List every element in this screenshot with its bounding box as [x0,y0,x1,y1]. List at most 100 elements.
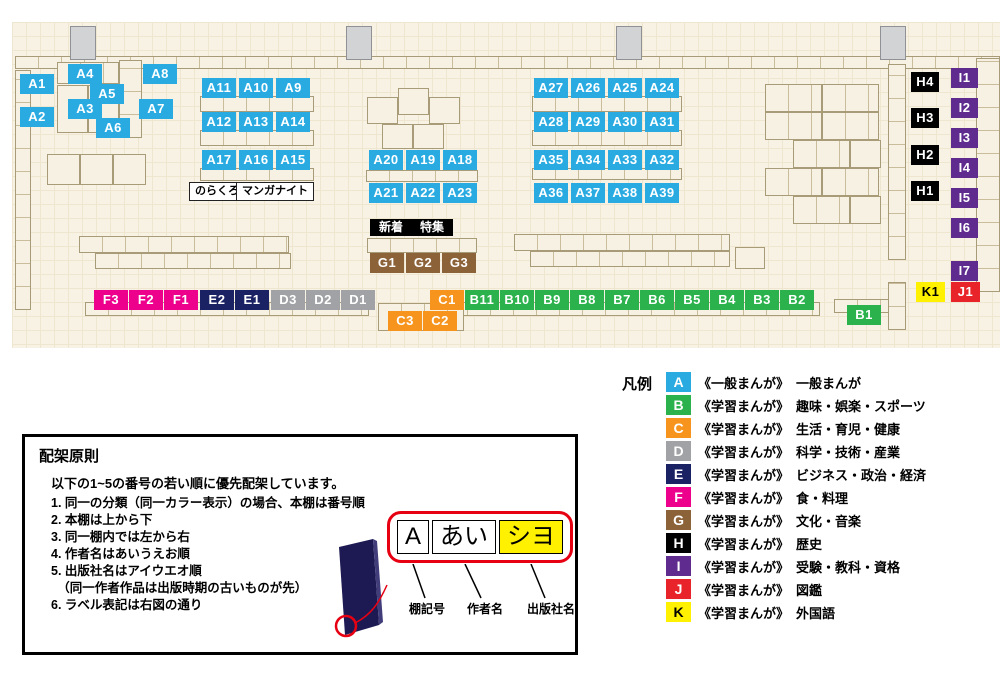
legend-item-j: J《学習まんが》図鑑 [666,579,926,599]
shelf-label-i6: I6 [951,218,978,238]
legend-item-b: B《学習まんが》趣味・娯楽・スポーツ [666,395,926,415]
legend-category: 《学習まんが》 [698,444,790,460]
map-tag: マンガナイト [236,182,314,201]
shelf-label-a24: A24 [645,78,679,98]
shelf-block [200,96,314,112]
shelf-block [80,154,113,185]
shelf-label-a13: A13 [239,112,273,132]
shelf-label-a15: A15 [276,150,310,170]
shelf-label-a1: A1 [20,74,54,94]
shelf-label-a35: A35 [534,150,568,170]
shelf-block [398,88,429,115]
legend-category: 《学習まんが》 [698,536,790,552]
pillar [70,26,96,60]
principles-intro: 以下の1~5の番号の若い順に優先配架しています。 [51,476,345,491]
legend-label: 生活・育児・健康 [796,421,901,437]
shelf-label-a14: A14 [276,112,310,132]
shelf-label-b7: B7 [605,290,639,310]
shelf-label-a22: A22 [406,183,440,203]
shelf-label-b9: B9 [535,290,569,310]
shelf-block [793,196,850,224]
map-tag: 新着 [370,219,413,236]
pillar [346,26,372,60]
shelf-block [532,96,682,112]
legend-key-swatch: I [666,556,692,576]
shelf-label-b2: B2 [780,290,814,310]
shelf-label-b10: B10 [500,290,534,310]
example-publisher: シヨ [499,520,564,554]
shelf-label-c3: C3 [388,311,422,331]
legend-key-swatch: B [666,395,692,415]
shelf-label-a21: A21 [369,183,403,203]
principles-title: 配架原則 [39,448,100,465]
legend-key-swatch: D [666,441,692,461]
shelf-label-a27: A27 [534,78,568,98]
rule-item: 2. 本棚は上から下 [51,513,153,527]
shelf-label-a18: A18 [443,150,477,170]
legend-category: 《学習まんが》 [698,582,790,598]
legend-item-g: G《学習まんが》文化・音楽 [666,510,926,530]
shelf-label-b4: B4 [710,290,744,310]
shelf-label-a7: A7 [139,99,173,119]
legend-key-swatch: C [666,418,692,438]
label-example: A あい シヨ [387,511,574,563]
legend-key-swatch: F [666,487,692,507]
book-cover [339,539,379,635]
shelf-label-a17: A17 [202,150,236,170]
legend-item-a: A《一般まんが》一般まんが [666,372,926,392]
legend-key-swatch: A [666,372,692,392]
legend-label: 趣味・娯楽・スポーツ [796,398,926,414]
legend-label: 科学・技術・産業 [796,444,901,460]
pillar [880,26,906,60]
shelf-block [735,247,765,269]
shelf-label-a39: A39 [645,183,679,203]
legend-key-swatch: G [666,510,692,530]
shelf-block [382,124,413,149]
shelf-block [976,58,1000,292]
legend-item-h: H《学習まんが》歴史 [666,533,926,553]
shelf-block [888,64,906,260]
shelf-block [530,251,730,267]
shelf-label-a33: A33 [608,150,642,170]
rule-item: 3. 同一棚内では左から右 [51,530,190,544]
legend-item-i: I《学習まんが》受験・教科・資格 [666,556,926,576]
legend-category: 《学習まんが》 [698,559,790,575]
legend-item-k: K《学習まんが》外国語 [666,602,926,622]
shelf-label-b5: B5 [675,290,709,310]
shelf-label-e1: E1 [235,290,269,310]
shelf-block [822,84,879,112]
shelf-label-a38: A38 [608,183,642,203]
shelf-block [79,236,289,253]
book-pages [373,539,383,625]
shelf-label-a36: A36 [534,183,568,203]
shelf-label-e2: E2 [200,290,234,310]
shelf-label-a19: A19 [406,150,440,170]
legend-label: ビジネス・政治・経済 [796,467,927,483]
legend-key-swatch: J [666,579,692,599]
shelf-label-a37: A37 [571,183,605,203]
shelf-label-a20: A20 [369,150,403,170]
label-position-circle [334,614,358,638]
legend-item-e: E《学習まんが》ビジネス・政治・経済 [666,464,926,484]
rule-item: 6. ラベル表記は右図の通り [51,598,203,612]
shelf-block [765,84,822,112]
example-shelf-code: A [397,520,430,554]
legend-label: 外国語 [796,605,836,621]
shelf-block [413,124,444,149]
rule-item: （同一作者作品は出版時期の古いものが先） [51,581,308,595]
shelf-label-b3: B3 [745,290,779,310]
example-author: あい [432,520,497,554]
legend-category: 《学習まんが》 [698,421,790,437]
shelf-block [850,196,881,224]
pillar [616,26,642,60]
shelf-label-i7: I7 [951,261,978,281]
leader-lines [412,564,546,599]
shelf-label-b11: B11 [465,290,499,310]
shelf-block [850,140,881,168]
shelf-label-b1: B1 [847,305,881,325]
shelf-label-d3: D3 [271,290,305,310]
shelf-label-i2: I2 [951,98,978,118]
legend-category: 《学習まんが》 [698,605,790,621]
shelf-label-f2: F2 [129,290,163,310]
shelf-label-a25: A25 [608,78,642,98]
